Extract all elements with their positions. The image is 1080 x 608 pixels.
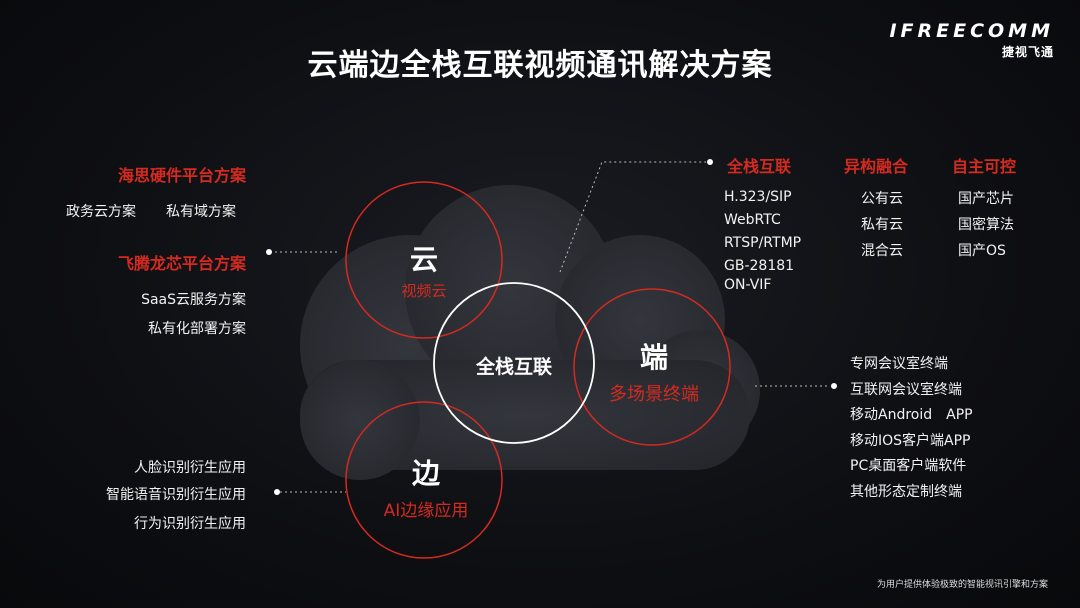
ai-app-item: 行为识别衍生应用 [134,516,246,532]
page-title: 云端边全栈互联视频通讯解决方案 [307,48,773,83]
ai-app-item: 智能语音识别衍生应用 [106,487,246,503]
cloud-node: 云 视频云 [374,238,474,301]
brand-logo: IFREECOMM 捷视飞通 [889,20,1054,60]
autonomous-title: 自主可控 [952,157,1017,176]
edge-sub: AI边缘应用 [383,501,469,521]
logo-wordmark: IFREECOMM [889,20,1054,42]
hisilicon-title: 海思硬件平台方案 [117,166,246,185]
cloud-label: 云 [409,243,438,276]
autonomous-list: 国产芯片 国密算法 国产OS [958,186,1014,264]
phytium-title: 飞腾龙芯平台方案 [117,254,246,273]
connector-dot [831,383,837,389]
connector-dot [707,159,713,165]
edge-circle [345,401,503,559]
autonomous-item: 国密算法 [958,217,1014,233]
center-label: 全栈互联 [475,356,552,378]
terminal-item: 移动Android APP [850,407,973,423]
protocol-item: WebRTC [724,212,781,228]
hetero-item: 公有云 [861,191,903,207]
protocol-item: RTSP/RTMP [724,235,802,251]
protocol-item: GB-28181 [724,258,795,274]
hetero-item: 私有云 [861,217,903,233]
terminal-item: 专网会议室终端 [850,356,948,372]
hetero-list: 公有云 私有云 混合云 [861,186,903,264]
cloud-shape [300,185,760,480]
edge-node: 边 AI边缘应用 [364,452,488,521]
terminal-item: 移动IOS客户端APP [850,432,971,449]
autonomous-item: 国产OS [958,243,1006,259]
full-stack-title: 全栈互联 [727,157,792,176]
terminal-item: 互联网会议室终端 [850,381,962,398]
footer-tagline: 为用户提供体验极致的智能视讯引擎和方案 [876,580,1048,590]
center-circle [433,282,595,444]
hetero-item: 混合云 [861,243,903,259]
full-stack-list: H.323/SIP WebRTC RTSP/RTMP GB-28181 ON-V… [724,186,801,297]
phytium-item: SaaS云服务方案 [141,292,246,308]
protocol-item: H.323/SIP [724,189,792,205]
terminal-list: 专网会议室终端 互联网会议室终端 移动Android APP 移动IOS客户端A… [850,352,973,505]
hisilicon-item: 政务云方案 [66,204,136,220]
terminal-item: PC桌面客户端软件 [850,458,967,474]
hetero-title: 异构融合 [844,157,909,176]
endpoint-circle [573,288,731,446]
edge-label: 边 [411,457,440,490]
logo-subtitle: 捷视飞通 [1001,45,1054,59]
hisilicon-item: 私有域方案 [166,204,236,220]
autonomous-item: 国产芯片 [958,191,1014,207]
endpoint-node: 端 多场景终端 [592,336,716,406]
cloud-sub: 视频云 [401,282,447,300]
ai-app-item: 人脸识别衍生应用 [134,460,246,476]
protocol-item: ON-VIF [724,277,772,293]
phytium-item: 私有化部署方案 [148,321,246,337]
connector-dot [266,249,272,255]
endpoint-sub: 多场景终端 [609,384,699,405]
terminal-item: 其他形态定制终端 [850,483,962,500]
connector-dot [274,489,280,495]
cloud-circle [345,181,503,339]
endpoint-label: 端 [639,341,668,374]
